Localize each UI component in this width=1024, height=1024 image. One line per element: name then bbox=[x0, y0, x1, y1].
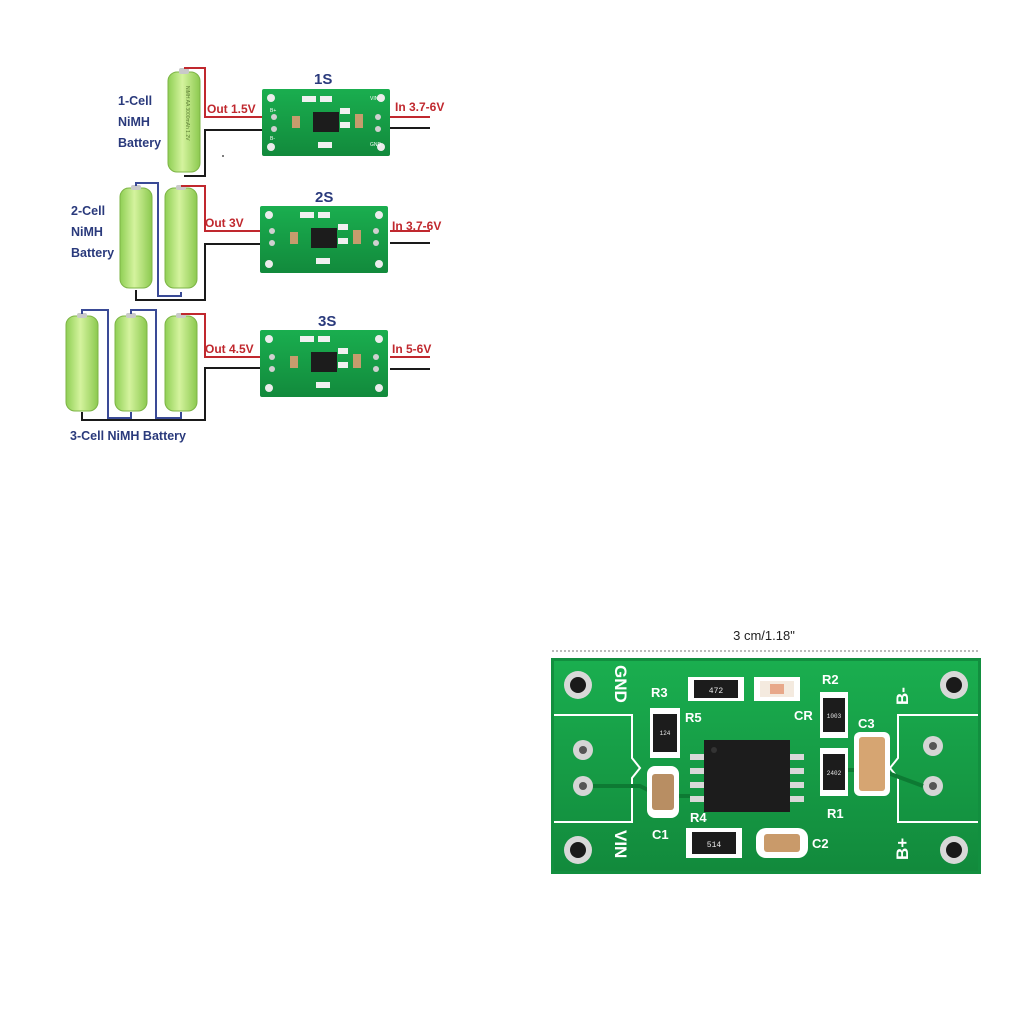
board-title: 1S bbox=[314, 71, 332, 88]
battery-label-line: NiMH bbox=[71, 225, 103, 239]
solder-pad-icon bbox=[573, 740, 593, 760]
battery-label: 3-Cell NiMH Battery bbox=[70, 429, 186, 443]
mounting-hole-icon bbox=[564, 836, 592, 864]
battery-cell-icon bbox=[65, 313, 99, 412]
diagram-3s: 3-Cell NiMH Battery Out 4.5V In 5-6V 3S bbox=[65, 309, 431, 443]
pin-label-b-minus: B- bbox=[893, 687, 912, 705]
ref-label: R3 bbox=[651, 685, 668, 700]
solder-pad-icon bbox=[923, 776, 943, 796]
battery-label-line: Battery bbox=[118, 136, 161, 150]
pin-label: B+ bbox=[270, 108, 276, 114]
ref-label: R1 bbox=[827, 806, 844, 821]
pin-label-vin: VIN bbox=[611, 830, 630, 858]
battery-label-line: Battery bbox=[71, 246, 114, 260]
capacitor-c1 bbox=[647, 766, 679, 818]
small-pcb-board bbox=[260, 206, 388, 273]
battery-cell-icon bbox=[164, 313, 198, 412]
battery-cell-icon bbox=[114, 313, 148, 412]
part-code: 514 bbox=[707, 841, 722, 850]
capacitor-c2 bbox=[756, 828, 808, 858]
capacitor-c3 bbox=[854, 732, 890, 796]
solder-pad-icon bbox=[923, 736, 943, 756]
part-code: 1003 bbox=[827, 713, 842, 720]
battery-cell-icon: NiMH AA 3000mAh 1.2V bbox=[167, 68, 201, 173]
battery-label-line: 1-Cell bbox=[118, 94, 152, 108]
board-title: 2S bbox=[315, 189, 333, 206]
pin-label: B- bbox=[270, 136, 275, 142]
pin-label: VIN bbox=[370, 96, 379, 102]
resistor-r4: 514 bbox=[686, 828, 742, 858]
mounting-hole-icon bbox=[940, 836, 968, 864]
ref-label: C1 bbox=[652, 827, 669, 842]
output-voltage-label: Out 4.5V bbox=[205, 342, 254, 356]
mounting-hole-icon bbox=[564, 671, 592, 699]
ref-label: C3 bbox=[858, 716, 875, 731]
input-voltage-label: In 3.7-6V bbox=[392, 219, 441, 233]
ic-chip bbox=[690, 740, 804, 812]
battery-label-line: 2-Cell bbox=[71, 204, 105, 218]
resistor-r1: 2402 bbox=[820, 748, 848, 796]
part-code: 2402 bbox=[827, 770, 842, 777]
resistor-r2: 1003 bbox=[820, 692, 848, 738]
connector-outline bbox=[554, 714, 642, 823]
pin-label-gnd: GND bbox=[611, 665, 630, 703]
part-code: 124 bbox=[660, 730, 671, 737]
ref-label: C2 bbox=[812, 836, 829, 851]
pin-label-b-plus: B+ bbox=[893, 838, 912, 860]
resistor-r3: 472 bbox=[688, 677, 744, 701]
input-voltage-label: In 5-6V bbox=[392, 342, 431, 356]
led-cr bbox=[754, 677, 800, 701]
small-pcb-board bbox=[260, 330, 388, 397]
small-pcb-board: B+ B- VIN GND bbox=[262, 89, 390, 156]
svg-text:NiMH AA 3000mAh 1.2V: NiMH AA 3000mAh 1.2V bbox=[184, 86, 190, 141]
pcb-photo: 3 cm/1.18" bbox=[551, 628, 981, 874]
ref-label: R4 bbox=[690, 810, 707, 825]
part-code: 472 bbox=[709, 687, 724, 696]
ref-label: R5 bbox=[685, 710, 702, 725]
input-voltage-label: In 3.7-6V bbox=[395, 100, 444, 114]
battery-cell-icon bbox=[119, 185, 153, 289]
ref-label: R2 bbox=[822, 672, 839, 687]
battery-label-line: NiMH bbox=[118, 115, 150, 129]
battery-cell-icon bbox=[164, 185, 198, 289]
ref-label: CR bbox=[794, 708, 813, 723]
output-voltage-label: Out 1.5V bbox=[207, 102, 256, 116]
board-title: 3S bbox=[318, 313, 336, 330]
diagram-1s: NiMH AA 3000mAh 1.2V 1-Cell NiMH Battery… bbox=[118, 67, 444, 177]
mounting-hole-icon bbox=[940, 671, 968, 699]
dimension-label: 3 cm/1.18" bbox=[733, 628, 795, 643]
solder-pad-icon bbox=[573, 776, 593, 796]
pin-label: GND bbox=[370, 142, 382, 148]
output-voltage-label: Out 3V bbox=[205, 216, 244, 230]
resistor-r5: 124 bbox=[650, 708, 680, 758]
diagram-2s: 2-Cell NiMH Battery Out 3V In 3.7-6V 2S bbox=[71, 182, 441, 301]
